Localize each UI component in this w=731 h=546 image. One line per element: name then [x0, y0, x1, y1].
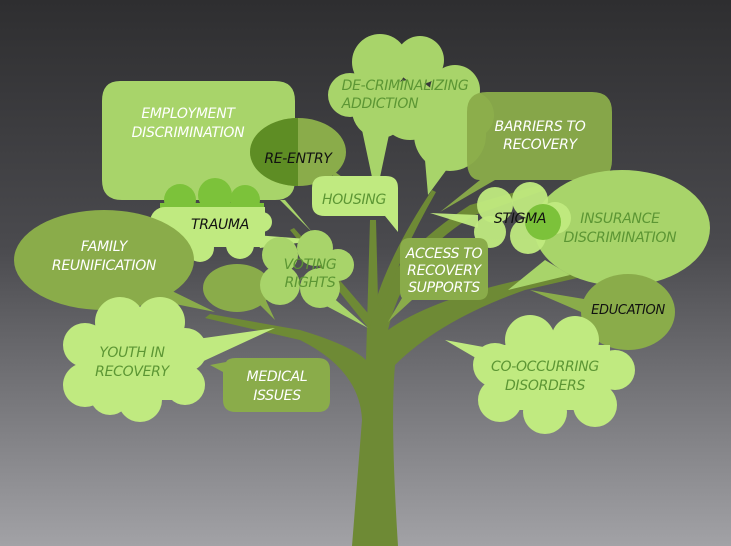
bubble-label-line: RECOVERY: [503, 137, 578, 153]
bubble-label: DE-CRIMINALIZING ADDICTION: [341, 78, 469, 112]
bubble-label-line: RECOVERY: [95, 364, 170, 380]
bubble-label: EMPLOYMENT DISCRIMINATION: [132, 106, 245, 141]
bubble-label-line: MEDICAL: [247, 369, 308, 385]
bubble-label: TRAUMA: [191, 217, 249, 233]
bubble-label-line: DISCRIMINATION: [132, 125, 245, 141]
bubble-label-line: EMPLOYMENT: [141, 106, 236, 122]
bubble-youth-in-recovery: YOUTH IN RECOVERY: [63, 297, 275, 422]
bubble-label-line: VOTING: [284, 257, 337, 273]
bubble-label: RE-ENTRY: [264, 151, 333, 167]
bubble-label-line: RIGHTS: [285, 275, 336, 291]
bubble-label-line: INSURANCE: [580, 211, 660, 227]
bubble-label-line: YOUTH IN: [99, 345, 165, 361]
bubble-label: MEDICAL ISSUES: [247, 369, 308, 404]
bubble-trauma: TRAUMA: [150, 178, 320, 262]
bubble-label: VOTING RIGHTS: [284, 257, 337, 291]
bubble-employment-discrimination: EMPLOYMENT DISCRIMINATION: [102, 81, 312, 232]
bubble-label-line: RECOVERY: [407, 263, 482, 279]
bubble-barriers-to-recovery: BARRIERS TO RECOVERY: [440, 92, 612, 212]
bubble-label-line: ADDICTION: [341, 96, 419, 112]
bubble-insurance-discrimination: INSURANCE DISCRIMINATION: [508, 170, 710, 290]
bubble-label: HOUSING: [322, 192, 386, 208]
bubble-medical-issues: MEDICAL ISSUES: [210, 358, 330, 412]
bubble-label-line: DISCRIMINATION: [564, 230, 677, 246]
bubble-label-line: REUNIFICATION: [52, 258, 157, 274]
bubble-label-line: DE-CRIMINALIZING: [342, 78, 469, 94]
bubble-label: BARRIERS TO RECOVERY: [495, 119, 586, 153]
bubble-voting-rights: VOTING RIGHTS: [260, 230, 368, 328]
bubble-label: STIGMA: [494, 211, 546, 227]
bubble-re-entry: RE-ENTRY: [250, 118, 375, 200]
bubble-co-occurring-disorders: CO-OCCURRING DISORDERS: [445, 315, 635, 434]
bubble-label-line: ISSUES: [253, 388, 301, 404]
bubble-label-line: CO-OCCURRING: [491, 359, 599, 375]
bubble-blank: [203, 264, 275, 320]
bubble-label: INSURANCE DISCRIMINATION: [564, 211, 677, 246]
bubble-label: EDUCATION: [591, 303, 665, 318]
bubble-label-line: DISORDERS: [505, 378, 585, 394]
branch: [376, 190, 436, 310]
bubble-family-reunification: FAMILY REUNIFICATION: [14, 210, 215, 312]
bubble-label: FAMILY REUNIFICATION: [52, 239, 157, 274]
bubble-stigma: STIGMA: [430, 182, 571, 254]
bubble-label-line: STIGMA: [494, 211, 546, 227]
bubble-label-line: ACCESS TO: [405, 246, 483, 262]
bubble-label-line: BARRIERS TO: [495, 119, 586, 135]
bubble-decriminalizing-addiction: DE-CRIMINALIZING ADDICTION: [328, 34, 480, 196]
bubble-label: CO-OCCURRING DISORDERS: [491, 359, 599, 394]
bubble-label-line: EDUCATION: [591, 303, 665, 318]
bubble-label-line: SUPPORTS: [408, 280, 480, 296]
bubble-label-line: FAMILY: [81, 239, 129, 255]
bubble-label-line: TRAUMA: [191, 217, 249, 233]
bubble-housing: HOUSING: [312, 176, 398, 232]
bubble-label: YOUTH IN RECOVERY: [95, 345, 170, 380]
bubble-label-line: RE-ENTRY: [264, 151, 333, 167]
bubble-label-line: HOUSING: [322, 192, 386, 208]
bubble-education: EDUCATION: [530, 274, 675, 350]
